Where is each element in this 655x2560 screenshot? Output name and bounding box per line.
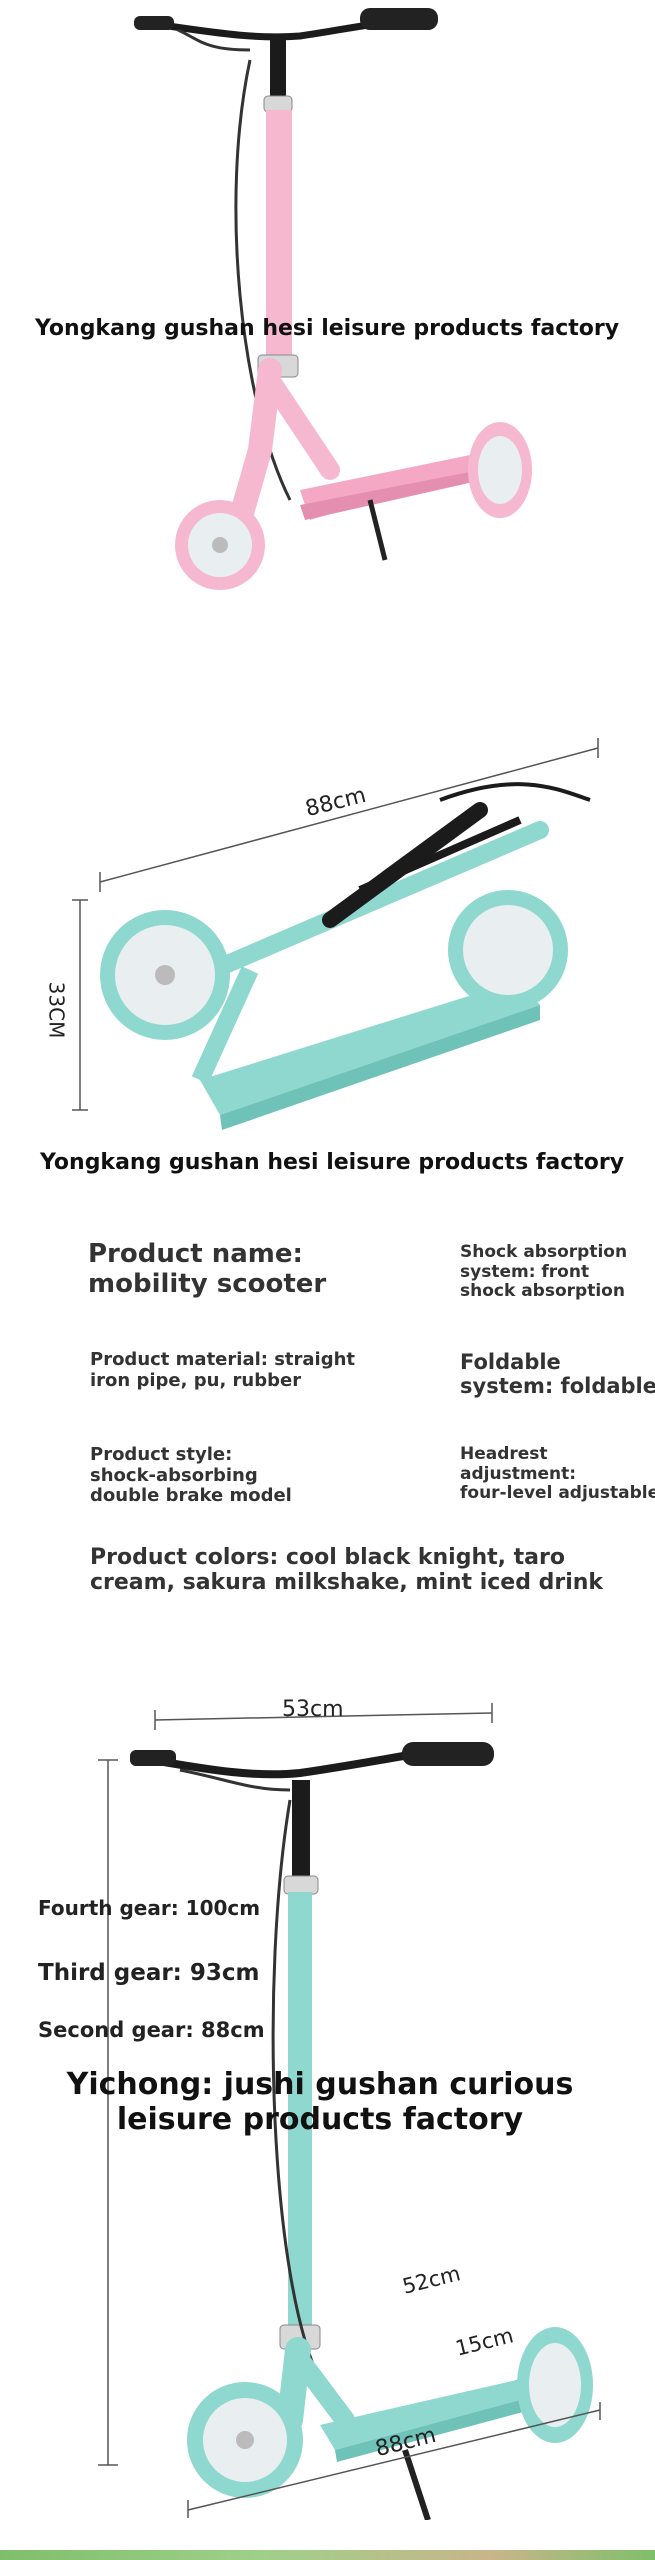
folded-height-label: 33CM: [44, 981, 69, 1039]
mint-scooter-image: [98, 1703, 593, 2520]
spec-colors: Product colors: cool black knight, taro …: [90, 1545, 604, 1596]
spec-shock-absorption: Shock absorption system: front shock abs…: [460, 1242, 628, 1302]
grass-strip: [0, 2550, 655, 2560]
gear-second-label: Second gear: 88cm: [38, 2018, 265, 2042]
watermark-middle: Yongkang gushan hesi leisure products fa…: [40, 1150, 625, 1175]
folded-scooter-image: [72, 738, 599, 1130]
watermark-top: Yongkang gushan hesi leisure products fa…: [35, 316, 620, 341]
gear-third-label: Third gear: 93cm: [38, 1960, 260, 1986]
spec-material: Product material: straight iron pipe, pu…: [90, 1349, 356, 1391]
watermark-bottom: Yichong: jushi gushan curious leisure pr…: [66, 2067, 574, 2137]
gear-fourth-label: Fourth gear: 100cm: [38, 1896, 261, 1920]
spec-style: Product style: shock-absorbing double br…: [90, 1444, 292, 1507]
pink-scooter-image: [134, 8, 532, 590]
spec-headrest: Headrest adjustment: four-level adjustab…: [460, 1444, 655, 1504]
spec-foldable: Foldable system: foldable: [460, 1350, 655, 1399]
spec-product-name: Product name: mobility scooter: [88, 1239, 327, 1299]
handle-width-label: 53cm: [282, 1697, 344, 1722]
total-length-line: [187, 2402, 601, 2518]
